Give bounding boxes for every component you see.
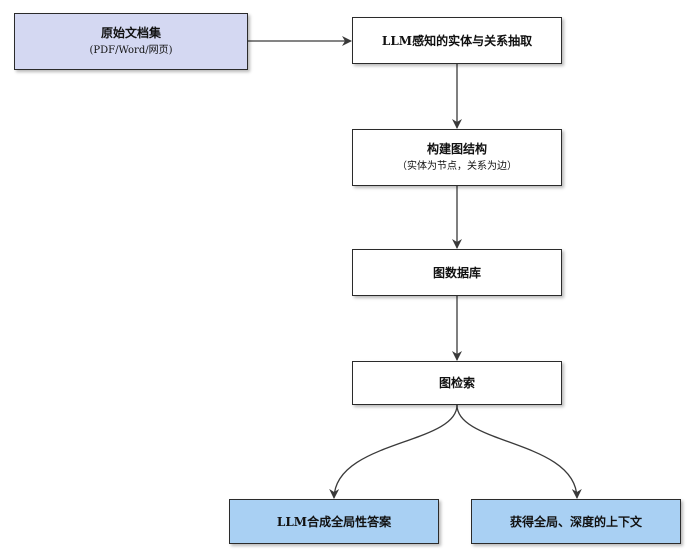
llm-global-answer-node: LLM合成全局性答案 — [229, 499, 439, 544]
graph-database-node: 图数据库 — [352, 249, 562, 296]
edge-retrieve-to-context — [456, 404, 582, 499]
entity-relation-extraction-title: LLM感知的实体与关系抽取 — [381, 33, 533, 48]
edge-retrieve-to-answer — [329, 404, 458, 499]
source-documents-subtitle: (PDF/Word/网页) — [89, 45, 173, 56]
build-graph-title: 构建图结构 — [426, 142, 487, 156]
entity-relation-extraction-node: LLM感知的实体与关系抽取 — [352, 17, 562, 64]
llm-global-answer-title: LLM合成全局性答案 — [276, 514, 392, 529]
graph-retrieval-node: 图检索 — [352, 361, 562, 405]
source-documents-node: 原始文档集 (PDF/Word/网页) — [14, 13, 248, 70]
global-deep-context-title: 获得全局、深度的上下文 — [509, 514, 642, 529]
build-graph-node: 构建图结构 （实体为节点，关系为边） — [352, 129, 562, 186]
build-graph-subtitle: （实体为节点，关系为边） — [397, 161, 517, 172]
global-deep-context-node: 获得全局、深度的上下文 — [471, 499, 681, 544]
source-documents-title: 原始文档集 — [100, 26, 161, 40]
graph-retrieval-title: 图检索 — [438, 376, 475, 390]
graph-database-title: 图数据库 — [432, 265, 481, 280]
